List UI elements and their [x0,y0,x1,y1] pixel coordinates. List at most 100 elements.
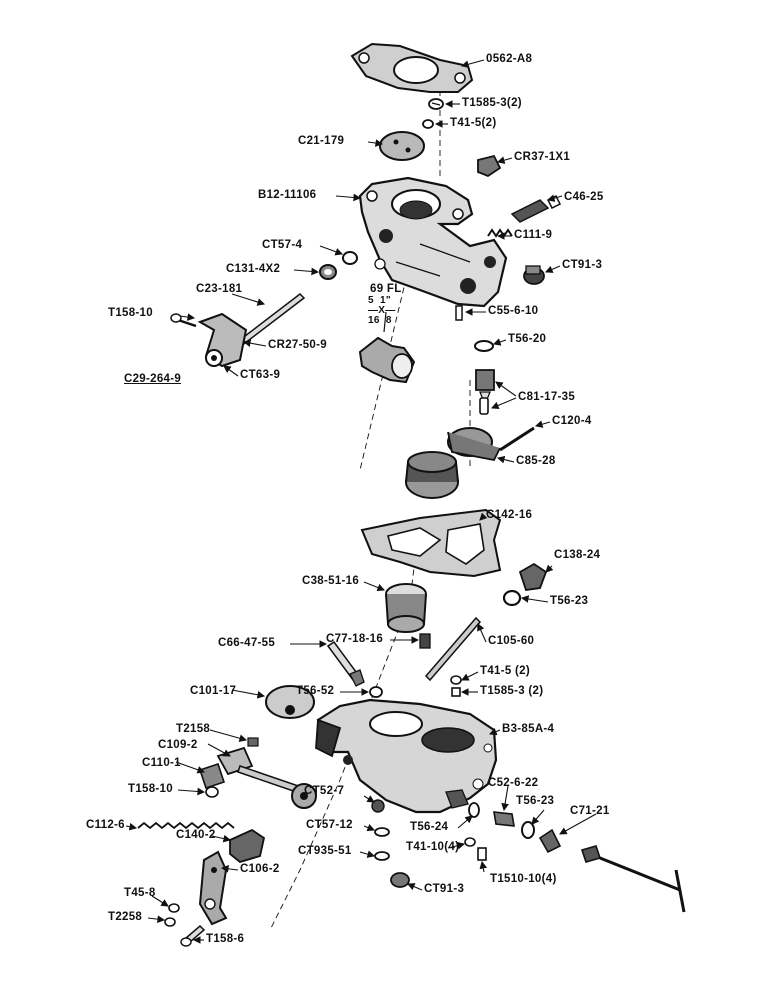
venturi [385,583,427,633]
part-label-b12-11106: B12-11106 [258,189,317,201]
part-label-t158-10-top: T158-10 [108,307,153,319]
part-label-c110-1: C110-1 [142,757,181,769]
part-label-c23-181: C23-181 [196,283,243,295]
throttle-body [358,176,508,308]
part-label-t158-6: T158-6 [206,933,245,945]
part-label-t45-8: T45-8 [124,887,156,899]
shaft-seal [319,264,337,280]
part-label-t1585-3-lower: T1585-3 (2) [480,685,544,697]
top-plug [523,265,545,285]
bottom-plug [390,872,410,888]
main-jet-washer [502,589,522,607]
fuel-bowl-body [315,698,498,814]
part-label-ct52-7: CT52-7 [304,785,345,797]
fuel-fitting [358,311,416,384]
part-label-c52-6-22: C52-6-22 [488,777,539,789]
part-label-t41-5-lower: T41-5 (2) [480,665,530,677]
fitting-note-title: 69 FL [370,283,402,295]
part-label-c138-24: C138-24 [554,549,601,561]
part-label-cr37-1x1: CR37-1X1 [514,151,571,163]
idle-jet [419,633,431,649]
part-label-c111-9: C111-9 [514,229,553,241]
bowl-screws [464,837,487,861]
part-label-t56-23-upper: T56-23 [550,595,589,607]
flange-gasket [350,42,474,93]
part-label-t2158: T2158 [176,723,211,735]
choke-lever-screw [205,786,219,798]
throttle-stop-screw [180,924,206,947]
part-label-0562-a8: 0562-A8 [486,53,533,65]
part-label-c85-28: C85-28 [516,455,556,467]
main-jet-rod [424,616,482,682]
choke-lever-clip [247,737,259,747]
fitting-note-size: 5 1" —X— 16 8 [368,295,396,326]
part-label-c77-18-16: C77-18-16 [326,633,384,645]
needle-valve [475,369,495,415]
part-label-t2258: T2258 [108,911,143,923]
lever-pin-washer [168,903,180,913]
load-adjusting-needle [538,828,686,913]
throttle-lever [170,312,248,368]
part-label-t56-20: T56-20 [508,333,547,345]
discharge-jet [326,640,365,687]
idle-needle-cap [477,154,502,178]
shaft-washer [342,251,358,265]
throttle-return-spring [137,821,235,830]
float-assembly [405,427,501,499]
valve-seat-washer [474,340,494,352]
float-bowl-screw [455,305,463,321]
part-label-c109-2: C109-2 [158,739,198,751]
part-label-t41-5: T41-5(2) [450,117,497,129]
part-label-ct57-4: CT57-4 [262,239,303,251]
part-label-c131-4x2: C131-4X2 [226,263,281,275]
part-label-ct91-3-top: CT91-3 [562,259,603,271]
part-label-t56-24: T56-24 [410,821,449,833]
part-label-ct935-51: CT935-51 [298,845,352,857]
throttle-plate [379,131,425,161]
part-label-c120-4: C120-4 [552,415,592,427]
part-label-ct63-9: CT63-9 [240,369,281,381]
part-label-c55-6-10: C55-6-10 [488,305,539,317]
choke-lever-gear [291,783,317,809]
main-jet-plug [518,562,548,591]
part-label-c106-2: C106-2 [240,863,280,875]
drain-plug [229,828,266,863]
part-label-c38-51-16: C38-51-16 [302,575,360,587]
bowl-gasket [360,508,502,578]
bowl-drain-washers [371,799,390,861]
float-pin [499,426,535,452]
throttle-plate-screw [422,98,444,129]
part-label-t41-10: T41-10(4) [406,841,460,853]
part-label-c66-47-55: C66-47-55 [218,637,276,649]
part-label-c71-21: C71-21 [570,805,610,817]
part-label-t158-10-lower: T158-10 [128,783,173,795]
load-needle-packing [521,821,535,839]
part-label-c140-2: C140-2 [176,829,216,841]
part-label-c46-25: C46-25 [564,191,604,203]
part-label-ct91-3-bottom: CT91-3 [424,883,465,895]
part-label-c81-17-35: C81-17-35 [518,391,576,403]
part-label-t1585-3: T1585-3(2) [462,97,522,109]
part-label-c29-264-9: C29-264-9 [124,373,182,385]
idle-needle [510,194,562,223]
part-label-t1510-10: T1510-10(4) [490,873,557,885]
choke-washer [369,686,383,698]
idle-spring [487,228,513,238]
part-label-cr27-50-9: CR27-50-9 [268,339,327,351]
part-label-t56-23-lower: T56-23 [516,795,555,807]
part-label-b3-85a-4: B3-85A-4 [502,723,555,735]
choke-plate [265,685,315,719]
choke-plate-screws [450,675,462,697]
part-label-c105-60: C105-60 [488,635,535,647]
part-label-ct57-12: CT57-12 [306,819,353,831]
throttle-stop-lever [198,850,228,926]
part-label-c112-6: C112-6 [86,819,125,831]
part-label-c21-179: C21-179 [298,135,345,147]
load-needle-washer [468,802,480,818]
load-needle-seat [493,811,515,827]
part-label-c142-16: C142-16 [486,509,533,521]
part-label-t56-52: T56-52 [296,685,335,697]
lever-cotter-pin [164,917,176,927]
